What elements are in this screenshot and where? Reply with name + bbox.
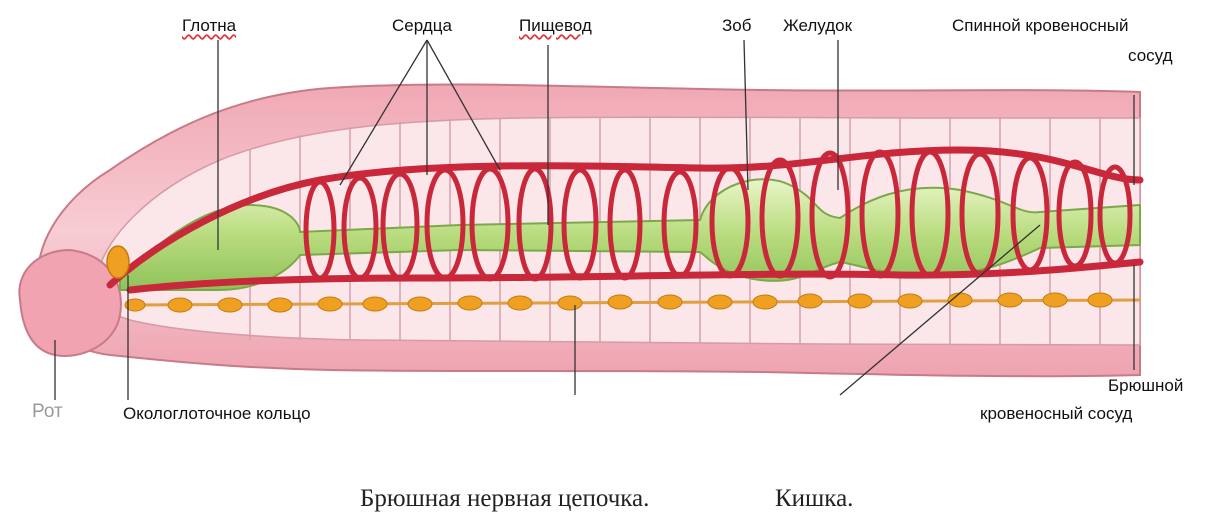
caption-nerve-chain: Брюшная нервная цепочка. <box>360 485 649 513</box>
label-hearts: Сердца <box>392 16 452 36</box>
label-nerve-ring: Окологлоточное кольцо <box>123 404 311 424</box>
nerve-ring <box>107 246 129 278</box>
label-ventral-vessel-line1: Брюшной <box>1108 376 1183 396</box>
label-dorsal-vessel-line2: сосуд <box>1128 46 1173 66</box>
label-esophagus: Пищевод <box>519 16 592 36</box>
label-mouth: Рот <box>32 402 63 422</box>
label-stomach: Желудок <box>783 16 852 36</box>
label-crop: Зоб <box>722 16 751 36</box>
label-ventral-vessel-line2: кровеносный сосуд <box>980 404 1132 424</box>
caption-intestine: Кишка. <box>775 485 853 513</box>
mouth-lobe <box>19 250 121 356</box>
label-dorsal-vessel-line1: Спинной кровеносный <box>952 16 1129 36</box>
label-pharynx: Глотна <box>182 16 236 36</box>
